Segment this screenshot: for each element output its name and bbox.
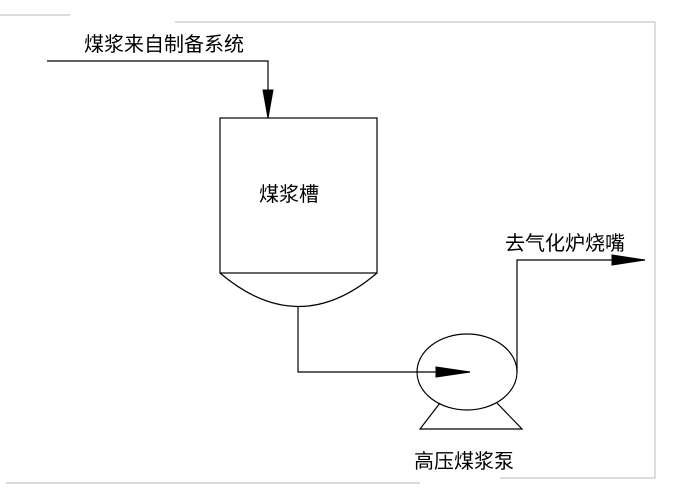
tank-to-pump-pipe xyxy=(297,306,471,378)
high-pressure-pump xyxy=(416,333,524,430)
outlet-pipe xyxy=(516,254,646,372)
inlet-arrow xyxy=(262,89,274,119)
slurry-tank xyxy=(219,117,378,308)
pump-label: 高压煤浆泵 xyxy=(414,449,514,473)
frame-lines xyxy=(0,14,656,484)
tank-label: 煤浆槽 xyxy=(259,182,319,206)
outlet-destination-label: 去气化炉烧嘴 xyxy=(505,231,625,255)
pump-inlet-arrow xyxy=(435,366,471,378)
inlet-source-label: 煤浆来自制备系统 xyxy=(84,32,244,56)
outlet-arrow xyxy=(611,254,646,266)
inlet-pipe xyxy=(47,60,274,119)
